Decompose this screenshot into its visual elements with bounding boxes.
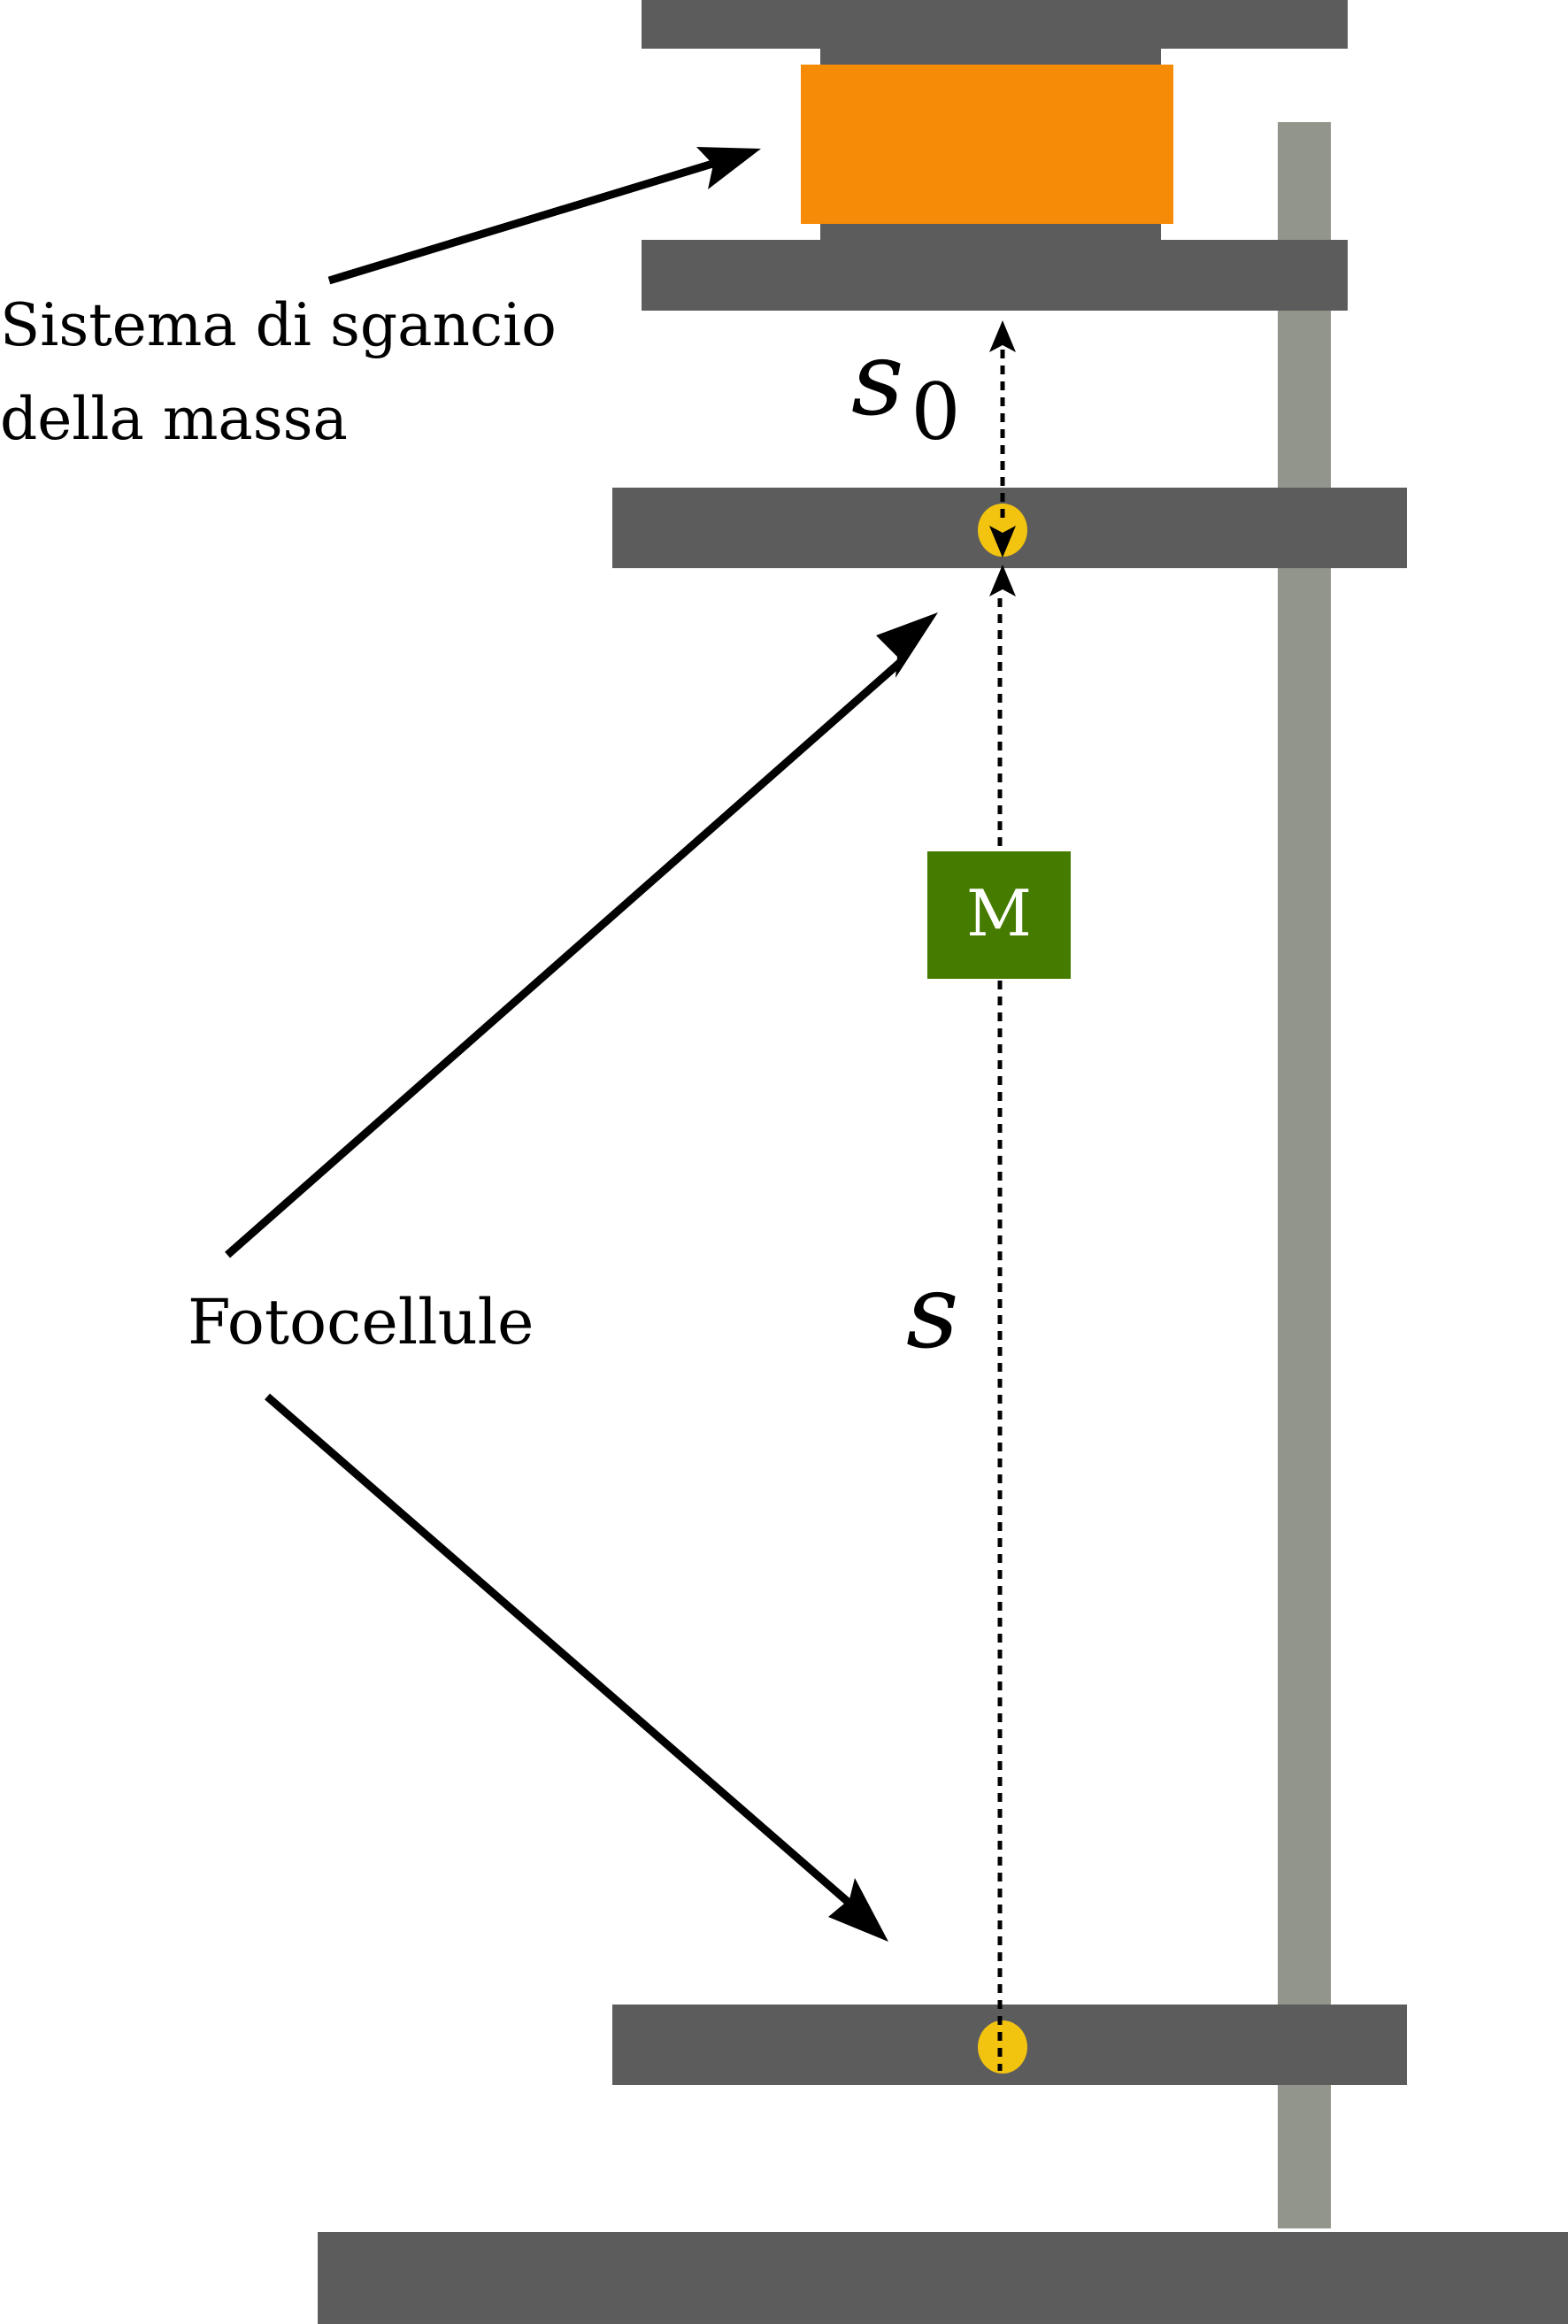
photocells-label: Fotocellule xyxy=(188,1286,534,1358)
photocell-arrow-lower xyxy=(265,1393,856,1910)
mass-block xyxy=(927,851,1071,979)
lower-sensor xyxy=(978,2020,1027,2074)
photocell-arrow-lower-head xyxy=(828,1878,888,1942)
s0-label-base: s xyxy=(851,319,904,439)
photocell-arrow-upper xyxy=(225,657,905,1258)
release-block xyxy=(801,65,1173,224)
release-top-plate xyxy=(642,0,1348,49)
release-label-line2: della massa xyxy=(0,385,348,453)
s-label: s xyxy=(906,1252,959,1372)
release-pointer-arrowhead xyxy=(696,147,761,189)
release-bottom-plate xyxy=(642,240,1348,311)
upper-sensor xyxy=(978,504,1027,557)
photocell-arrow-upper-head xyxy=(876,612,938,678)
release-connector-bottom xyxy=(820,224,1161,240)
s0-arrowhead-down xyxy=(989,526,1016,558)
release-connector-top xyxy=(820,49,1161,65)
s0-arrowhead-up xyxy=(989,320,1016,352)
mass-label: M xyxy=(966,876,1032,950)
release-pointer-arrow xyxy=(327,158,720,285)
s-arrowhead-up xyxy=(989,565,1016,596)
release-label-line1: Sistema di sgancio xyxy=(0,291,557,359)
s0-label-subscript: 0 xyxy=(911,366,961,458)
s0-label: s 0 xyxy=(851,319,961,458)
base-plate xyxy=(318,2232,1568,2324)
support-pole xyxy=(1278,122,1331,2228)
